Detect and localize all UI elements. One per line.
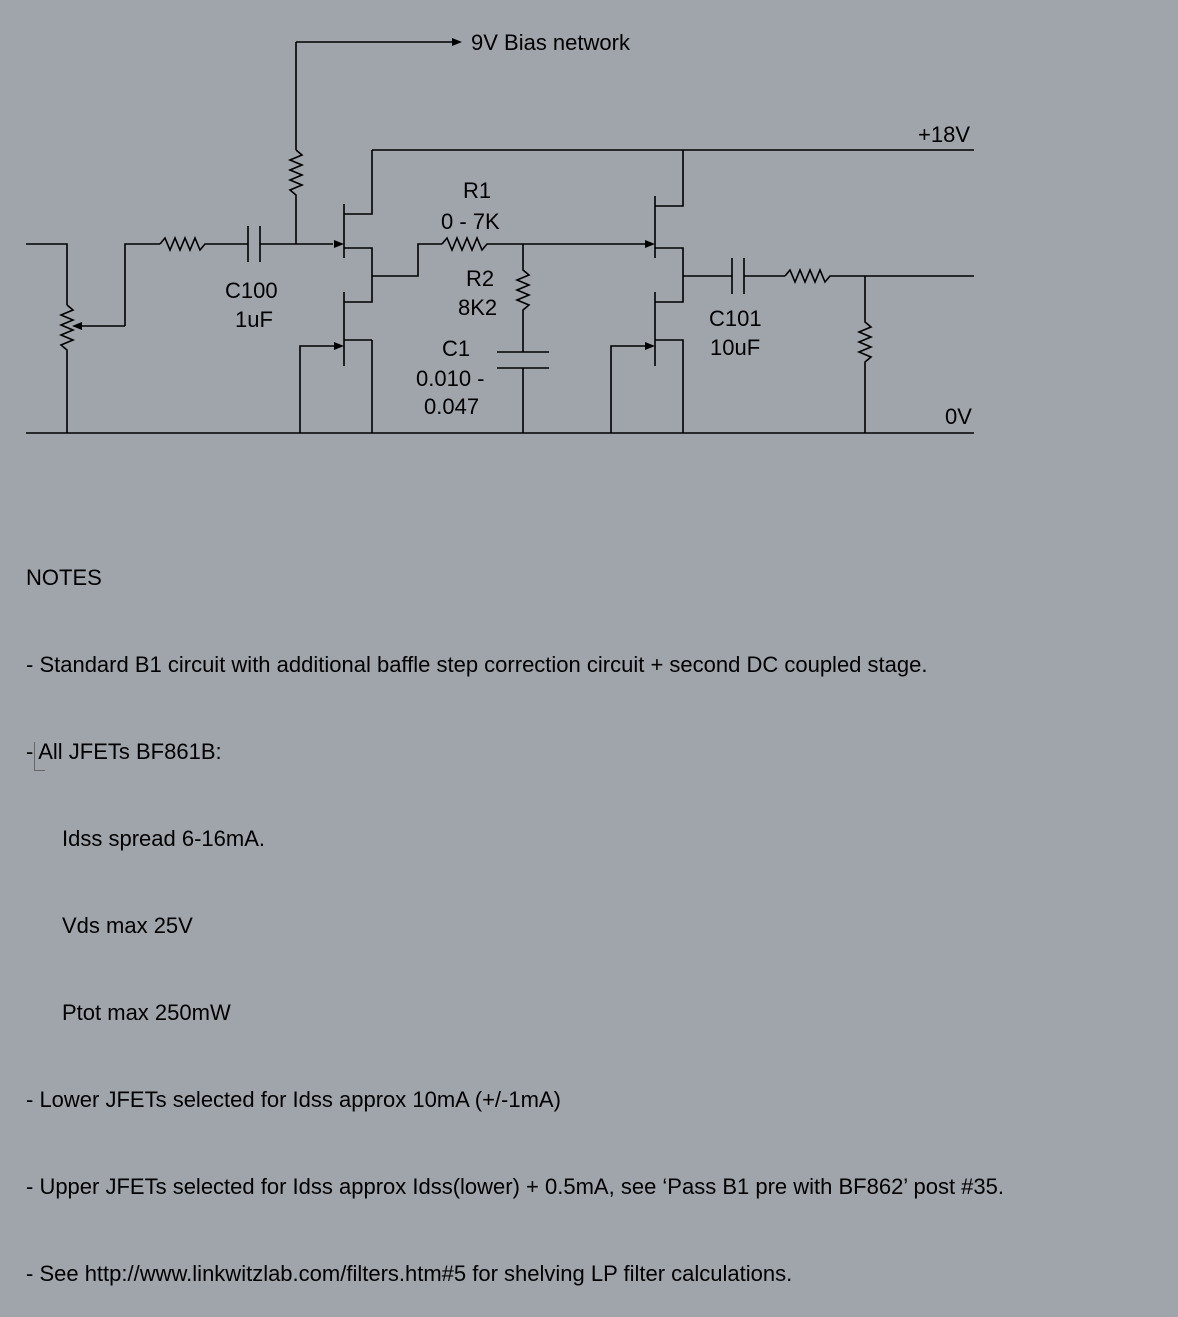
notes-block: NOTES - Standard B1 circuit with additio…	[26, 505, 1004, 1317]
note-line: - Lower JFETs selected for Idss approx 1…	[26, 1087, 561, 1112]
output-resistor	[784, 267, 974, 285]
c100-name-label: C100	[225, 278, 278, 303]
notes-heading: NOTES	[26, 565, 102, 590]
stage1-output	[372, 243, 442, 277]
r2-name-label: R2	[466, 266, 494, 291]
pot-wiper-arrow	[72, 322, 82, 330]
r2-value-label: 8K2	[458, 295, 497, 320]
c1-name-label: C1	[442, 336, 470, 361]
c100-value-label: 1uF	[235, 307, 273, 332]
note-line: Idss spread 6-16mA.	[62, 826, 265, 851]
note-line: - See http://www.linkwitzlab.com/filters…	[26, 1261, 793, 1286]
c101-capacitor	[731, 258, 785, 294]
r1-resistor	[441, 235, 645, 253]
jfet2-lower-gate	[610, 345, 645, 433]
text-cursor-corner	[34, 742, 45, 771]
pot-wiper	[80, 243, 160, 327]
input-resistor	[159, 235, 248, 253]
note-line: - Upper JFETs selected for Idss approx I…	[26, 1174, 1005, 1199]
circuit-schematic: 9V Bias network +18V 0V R1 0 - 7K R2 8K2…	[26, 30, 974, 434]
jfet1-lower-gate-arrow	[334, 342, 344, 350]
output-load-resistor	[856, 276, 874, 433]
bias-arrow	[452, 38, 462, 46]
note-line: Vds max 25V	[62, 913, 193, 938]
jfet1-lower-gate	[299, 345, 334, 433]
jfet1-upper	[343, 150, 373, 276]
note-line: - All JFETs BF861B:	[26, 739, 222, 764]
ground-rail-label: 0V	[945, 404, 972, 429]
bias-resistor	[287, 149, 305, 244]
jfet2-upper	[654, 150, 684, 276]
positive-rail-label: +18V	[918, 122, 970, 147]
jfet1-upper-gate-arrow	[334, 240, 344, 248]
r1-value-label: 0 - 7K	[441, 209, 500, 234]
r1-name-label: R1	[463, 178, 491, 203]
volume-pot	[58, 304, 76, 433]
c1-capacitor	[497, 351, 549, 433]
note-line: Ptot max 250mW	[62, 1000, 231, 1025]
jfet2-lower	[654, 276, 684, 433]
bias-wire	[295, 41, 452, 150]
note-line: - Standard B1 circuit with additional ba…	[26, 652, 928, 677]
input-wire	[26, 243, 68, 305]
c101-name-label: C101	[709, 306, 762, 331]
c101-value-label: 10uF	[710, 335, 760, 360]
jfet2-lower-gate-arrow	[645, 342, 655, 350]
jfet2-upper-gate-arrow	[645, 240, 655, 248]
c1-value-line2: 0.047	[424, 394, 479, 419]
bias-label: 9V Bias network	[471, 30, 631, 55]
jfet1-lower	[343, 276, 373, 433]
r2-resistor	[514, 244, 532, 352]
c100-capacitor	[247, 226, 333, 262]
c1-value-line1: 0.010 -	[416, 366, 485, 391]
